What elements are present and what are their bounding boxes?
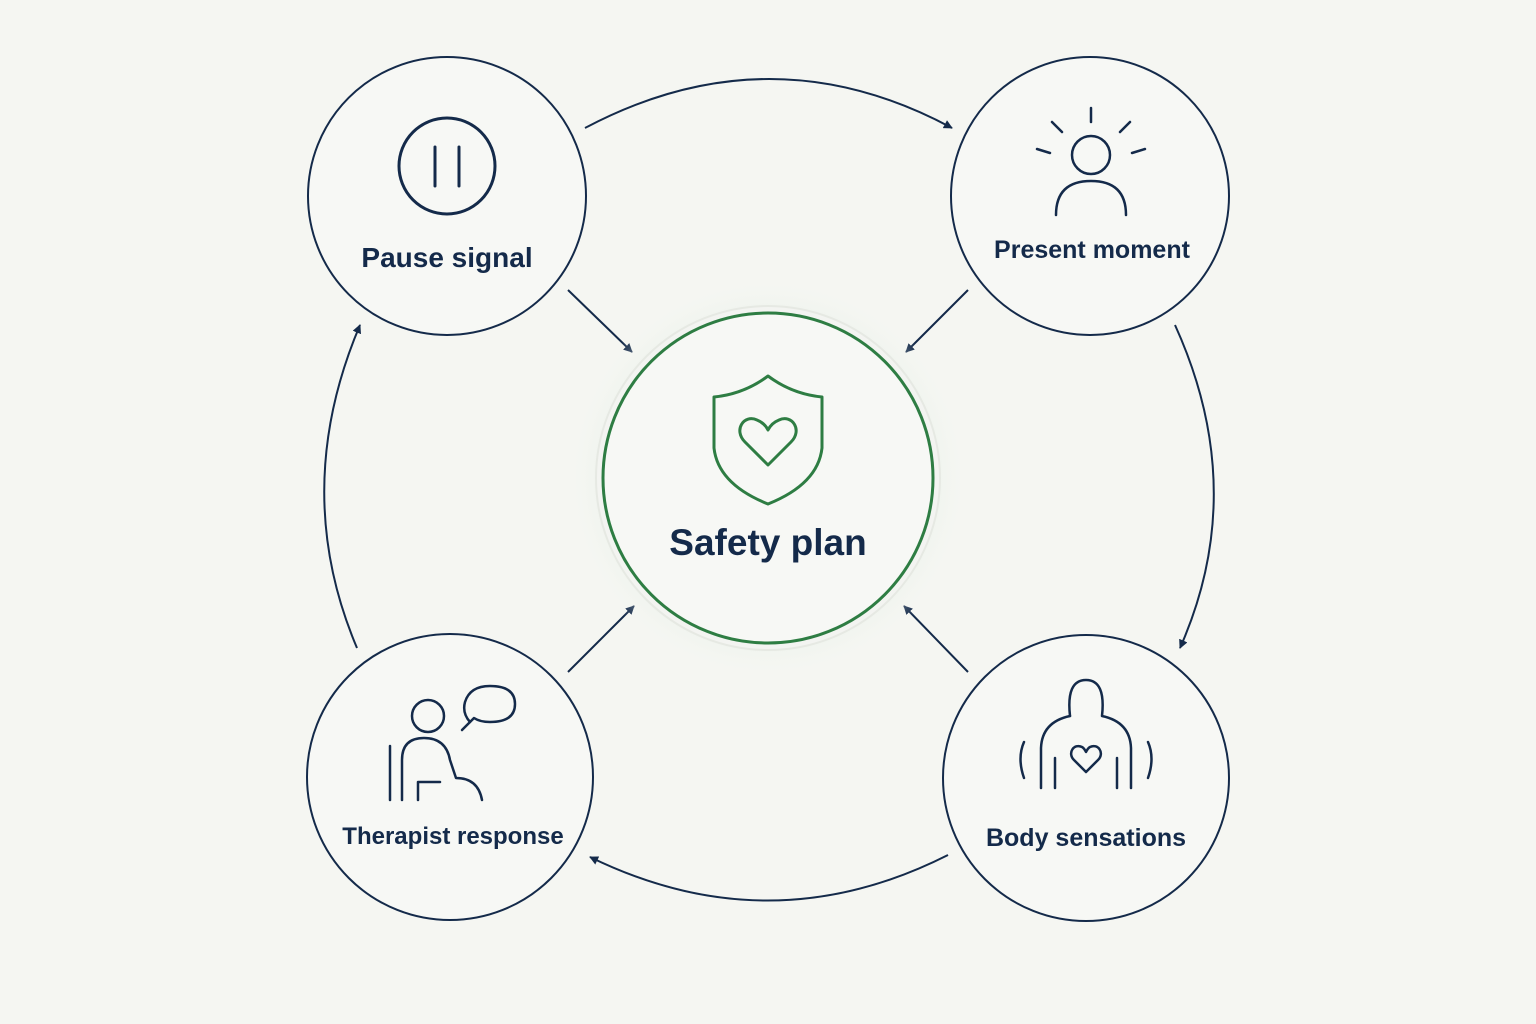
node-circle <box>950 56 1230 336</box>
arrow-therapist-to-center <box>567 605 635 673</box>
node-pause-signal: Pause signal <box>307 56 587 336</box>
node-circle <box>942 634 1230 922</box>
center-node-safety-plan: Safety plan <box>568 278 968 678</box>
pause-icon <box>397 116 497 216</box>
node-label: Therapist response <box>342 823 563 850</box>
arrow-body-to-center <box>903 605 969 673</box>
inward-arrows <box>567 289 969 673</box>
body-heart-icon <box>1019 678 1153 790</box>
node-therapist-response: Therapist response <box>306 633 594 921</box>
arrow-body-to-therapist <box>589 854 949 902</box>
arrow-present-to-body <box>1174 324 1215 649</box>
center-ring <box>601 311 935 645</box>
arrow-present-to-center <box>905 289 969 353</box>
arrow-pause-to-center <box>567 289 633 353</box>
center-label: Safety plan <box>669 522 866 563</box>
node-circle <box>306 633 594 921</box>
arrow-therapist-to-pause <box>323 324 361 649</box>
node-label: Present moment <box>994 236 1191 264</box>
node-label: Pause signal <box>361 242 532 273</box>
person-speech-bubble-icon <box>388 684 517 802</box>
cycle-arrows <box>323 78 1215 902</box>
node-circle <box>307 56 587 336</box>
arrow-pause-to-present <box>584 78 953 129</box>
node-label: Body sensations <box>986 824 1186 852</box>
node-body-sensations: Body sensations <box>942 634 1230 922</box>
node-present-moment: Present moment <box>950 56 1230 336</box>
person-radiating-icon <box>1035 106 1147 217</box>
shield-heart-icon <box>712 374 824 506</box>
